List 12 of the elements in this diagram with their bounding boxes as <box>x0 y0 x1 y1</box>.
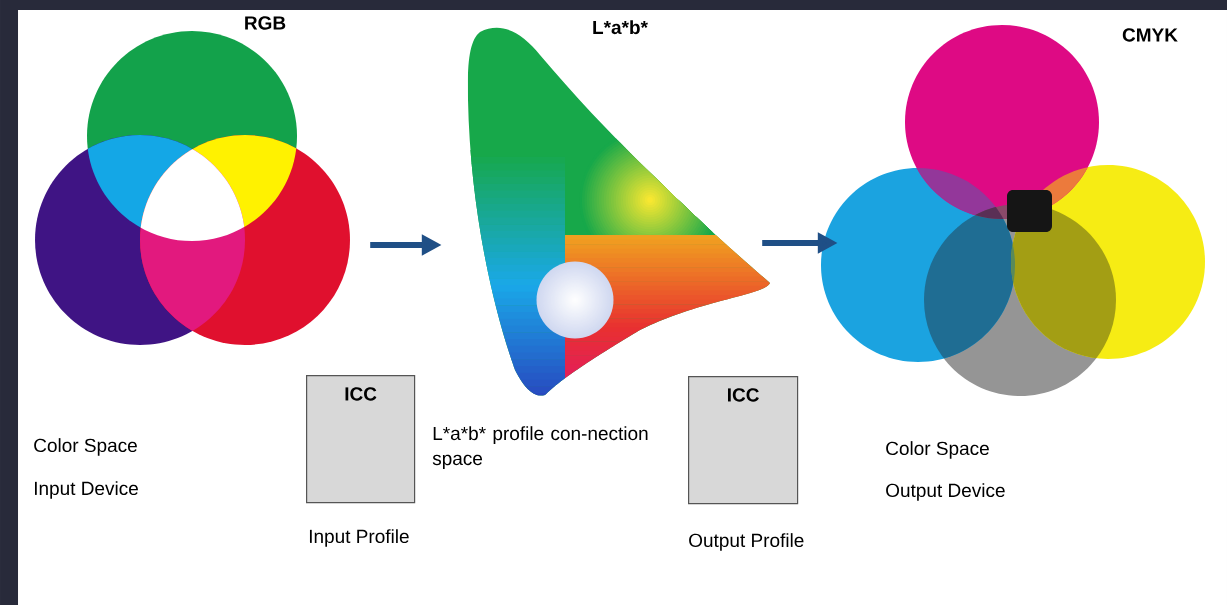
label-text: Color Space <box>34 438 137 456</box>
heading: RGB <box>245 16 286 30</box>
heading: L*a*b* <box>593 20 648 35</box>
profile-label: Output Profile <box>689 533 804 551</box>
note-text: L*a*b* profile con-nection space <box>432 426 648 469</box>
label-text: Output Device <box>886 483 1005 501</box>
profile-label: Input Profile <box>309 529 409 547</box>
label-text: Input Device <box>34 481 138 499</box>
heading: CMYK <box>1122 28 1178 42</box>
profile-box: ICC <box>306 375 416 504</box>
label-text: Color Space <box>886 441 989 459</box>
profile-box: ICC <box>688 376 799 505</box>
